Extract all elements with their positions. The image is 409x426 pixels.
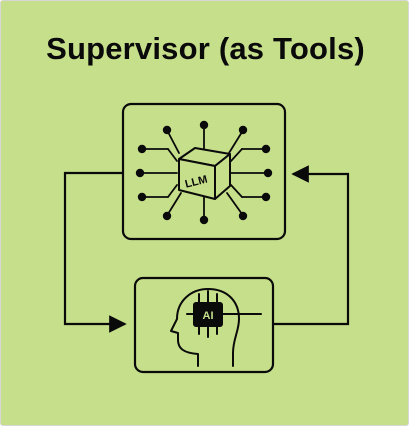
ai-head-chip-icon <box>170 288 262 367</box>
arrow-bottom-to-top <box>273 165 350 326</box>
llm-label: LLM <box>184 174 209 191</box>
llm-network-cube-icon <box>135 120 273 225</box>
ai-label: AI <box>203 310 214 322</box>
arrow-top-to-bottom <box>63 171 127 333</box>
diagram-title: Supervisor (as Tools) <box>46 31 365 66</box>
